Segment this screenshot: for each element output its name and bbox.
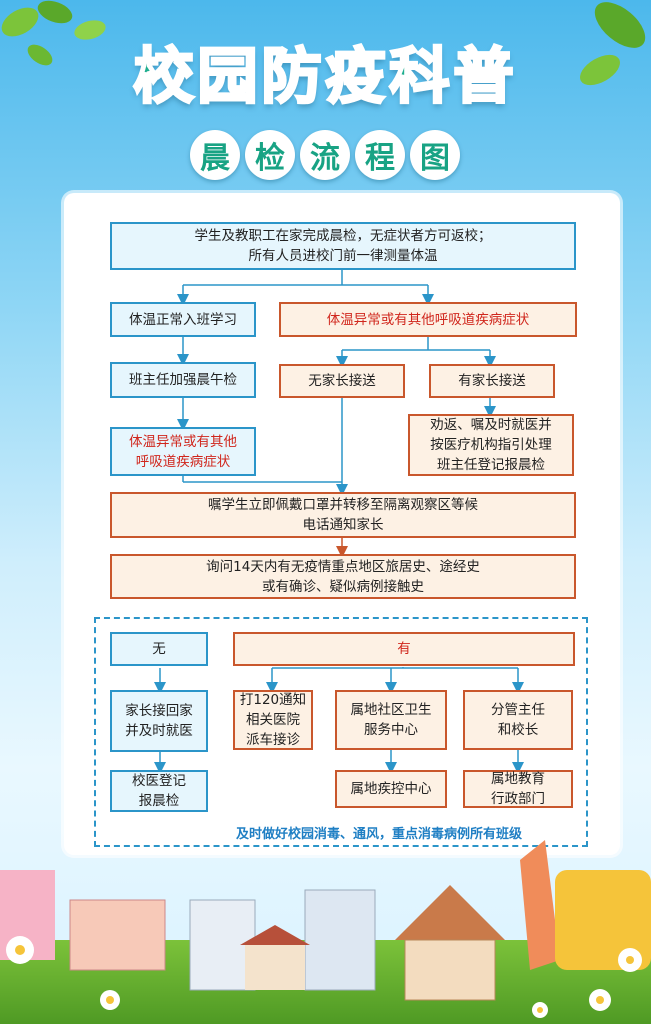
isolate-line-1: 嘱学生立即佩戴口罩并转移至隔离观察区等候 xyxy=(208,497,478,513)
school-doctor-box: 校医登记报晨检 xyxy=(110,770,208,812)
page-title: 校园防疫科普 xyxy=(132,41,518,114)
has-parent-box: 有家长接送 xyxy=(429,364,555,398)
isolate-box: 嘱学生立即佩戴口罩并转移至隔离观察区等候电话通知家长 xyxy=(110,492,576,538)
edu-line-1: 属地教育 xyxy=(491,771,545,787)
start-line-2: 所有人员进校门前一律测量体温 xyxy=(248,248,438,264)
abnormal2-line-1: 体温异常或有其他 xyxy=(129,433,237,450)
subtitle-char: 流 xyxy=(300,130,350,180)
inquire-box: 询问14天内有无疫情重点地区旅居史、途经史或有确诊、疑似病例接触史 xyxy=(110,554,576,599)
inquire-line-1: 询问14天内有无疫情重点地区旅居史、途经史 xyxy=(206,558,480,575)
has-box: 有 xyxy=(233,632,575,666)
abnormal-temp-box: 体温异常或有其他呼吸道疾病症状 xyxy=(279,302,577,337)
teacher-check-box: 班主任加强晨午检 xyxy=(110,362,256,398)
start-line-1: 学生及教职工在家完成晨检，无症状者方可返校； xyxy=(194,228,492,244)
community-line-2: 服务中心 xyxy=(364,722,418,738)
call-120-box: 打120通知相关医院派车接诊 xyxy=(233,690,313,750)
doctor-line-2: 报晨检 xyxy=(138,793,180,809)
abnormal-again-box: 体温异常或有其他呼吸道疾病症状 xyxy=(110,427,256,476)
outcome-dashed-frame xyxy=(94,617,588,847)
parent-pickup-box: 家长接回家并及时就医 xyxy=(110,690,208,752)
isolate-line-2: 电话通知家长 xyxy=(302,517,384,533)
call120-line-3: 派车接诊 xyxy=(246,732,300,748)
call120-line-2: 相关医院 xyxy=(246,712,300,728)
community-line-1: 属地社区卫生 xyxy=(350,702,432,718)
abnormal2-line-2: 呼吸道疾病症状 xyxy=(135,453,231,470)
pickup-line-1: 家长接回家 xyxy=(125,703,193,719)
call120-line-1: 打120通知 xyxy=(239,692,307,708)
leaves-top-left xyxy=(1,0,106,66)
leaves-top-right xyxy=(580,2,646,86)
director-box: 分管主任和校长 xyxy=(463,690,573,750)
advise-line-3: 班主任登记报晨检 xyxy=(437,457,545,473)
pickup-line-2: 并及时就医 xyxy=(125,723,193,739)
advise-line-1: 劝返、嘱及时就医并 xyxy=(430,417,552,433)
community-center-box: 属地社区卫生服务中心 xyxy=(335,690,447,750)
subtitle-char: 晨 xyxy=(190,130,240,180)
advise-box: 劝返、嘱及时就医并按医疗机构指引处理班主任登记报晨检 xyxy=(408,414,574,476)
subtitle: 晨 检 流 程 图 xyxy=(190,130,460,182)
normal-temp-box: 体温正常入班学习 xyxy=(110,302,256,337)
director-line-1: 分管主任 xyxy=(491,702,545,718)
start-box: 学生及教职工在家完成晨检，无症状者方可返校； 所有人员进校门前一律测量体温 xyxy=(110,222,576,270)
none-box: 无 xyxy=(110,632,208,666)
subtitle-char: 程 xyxy=(355,130,405,180)
school-scenery xyxy=(0,840,651,1018)
advise-line-2: 按医疗机构指引处理 xyxy=(430,437,552,453)
edu-line-2: 行政部门 xyxy=(491,791,545,807)
no-parent-box: 无家长接送 xyxy=(279,364,405,398)
subtitle-char: 图 xyxy=(410,130,460,180)
inquire-line-2: 或有确诊、疑似病例接触史 xyxy=(262,578,424,595)
disinfection-note: 及时做好校园消毒、通风，重点消毒病例所有班级 xyxy=(236,827,523,842)
edu-dept-box: 属地教育行政部门 xyxy=(463,770,573,808)
doctor-line-1: 校医登记 xyxy=(132,773,186,789)
subtitle-char: 检 xyxy=(245,130,295,180)
cdc-box: 属地疾控中心 xyxy=(335,770,447,808)
director-line-2: 和校长 xyxy=(497,722,539,738)
